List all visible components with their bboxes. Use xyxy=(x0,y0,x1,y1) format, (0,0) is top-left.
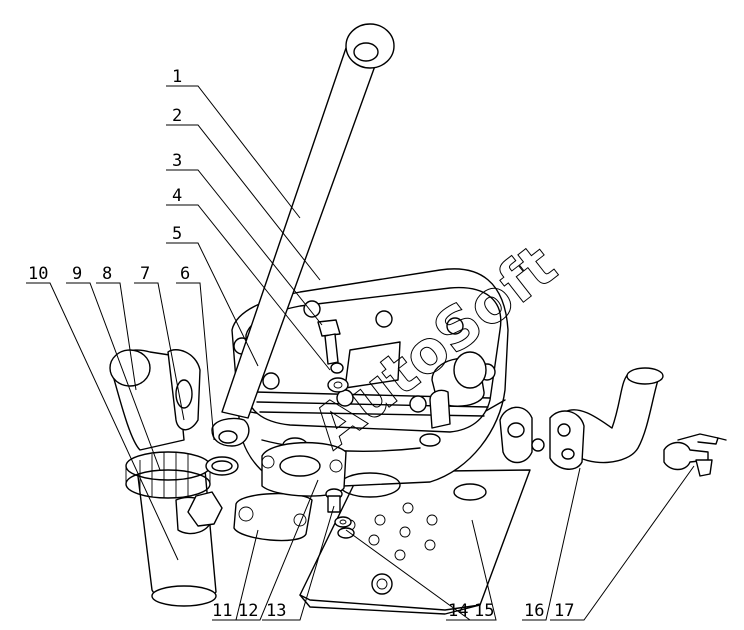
hose-clamp xyxy=(125,451,223,535)
callout-8: 8 xyxy=(102,264,112,284)
side-flange xyxy=(499,406,545,464)
callout-9: 9 xyxy=(72,264,82,284)
callout-6: 6 xyxy=(180,264,190,284)
callout-2: 2 xyxy=(172,106,182,126)
gasket xyxy=(233,492,313,542)
callout-1: 1 xyxy=(172,67,182,87)
callout-3: 3 xyxy=(172,151,182,171)
flange xyxy=(261,442,347,497)
o-rings xyxy=(205,456,239,476)
callout-11: 11 xyxy=(212,601,232,621)
leader-lines xyxy=(26,85,695,621)
callout-14: 14 xyxy=(448,601,468,621)
callout-4: 4 xyxy=(172,186,182,206)
fastener-set xyxy=(325,488,355,539)
callout-17: 17 xyxy=(554,601,574,621)
callout-13: 13 xyxy=(266,601,286,621)
callout-5: 5 xyxy=(172,224,182,244)
callout-7: 7 xyxy=(140,264,150,284)
shift-lever xyxy=(211,23,395,447)
drain-valve xyxy=(663,433,727,477)
callout-15: 15 xyxy=(474,601,494,621)
callout-16: 16 xyxy=(524,601,544,621)
cover-bolts xyxy=(233,300,496,413)
callout-10: 10 xyxy=(28,264,48,284)
linkage-bolt xyxy=(317,319,349,393)
callout-labels: 1 2 3 4 5 6 7 8 9 10 11 12 13 14 15 16 1… xyxy=(28,67,574,621)
callout-12: 12 xyxy=(238,601,258,621)
outlet-elbow xyxy=(549,367,664,470)
